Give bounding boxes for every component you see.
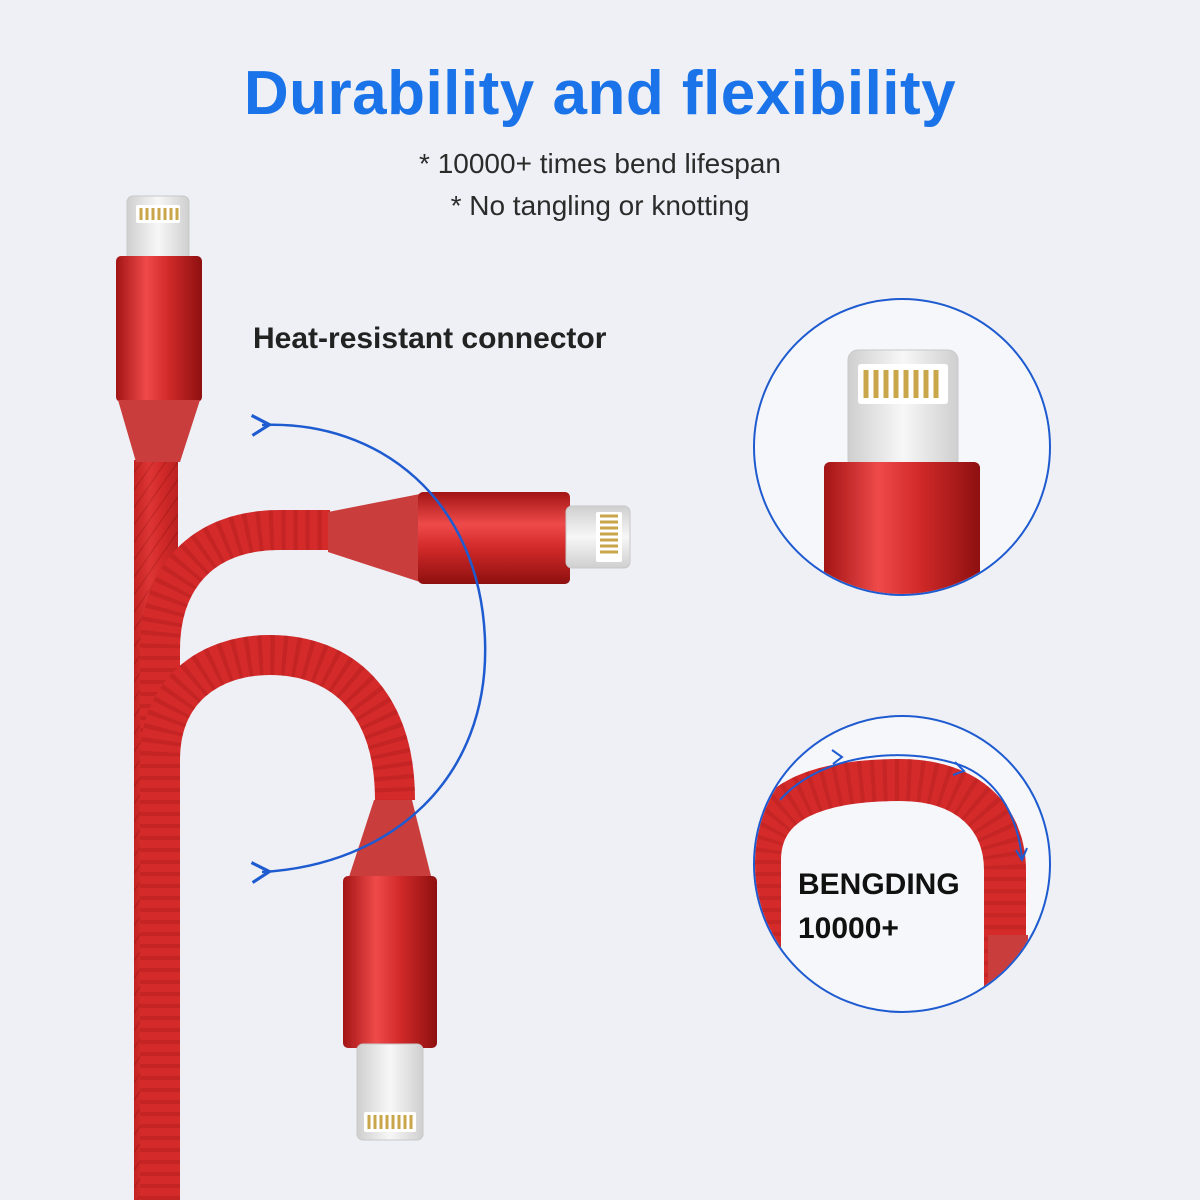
- zoom-circle-connector: [753, 298, 1051, 596]
- lightning-connector-middle: [328, 492, 631, 584]
- lightning-connector-top: [116, 195, 202, 462]
- lightning-connector-bottom: [343, 800, 437, 1141]
- bending-count: 10000+: [798, 912, 899, 945]
- page-title: Durability and flexibility: [243, 59, 957, 128]
- flex-arc-arrow: [250, 414, 487, 884]
- connector-callout: Heat-resistant connector: [253, 322, 607, 355]
- bending-label: BENGDING: [798, 868, 960, 901]
- bullet-bend-lifespan: * 10000+ times bend lifespan: [419, 148, 781, 179]
- bend-direction-arrow: [779, 754, 1023, 859]
- cable-curve-upper: [140, 510, 330, 1200]
- bullet-no-tangling: * No tangling or knotting: [450, 190, 750, 221]
